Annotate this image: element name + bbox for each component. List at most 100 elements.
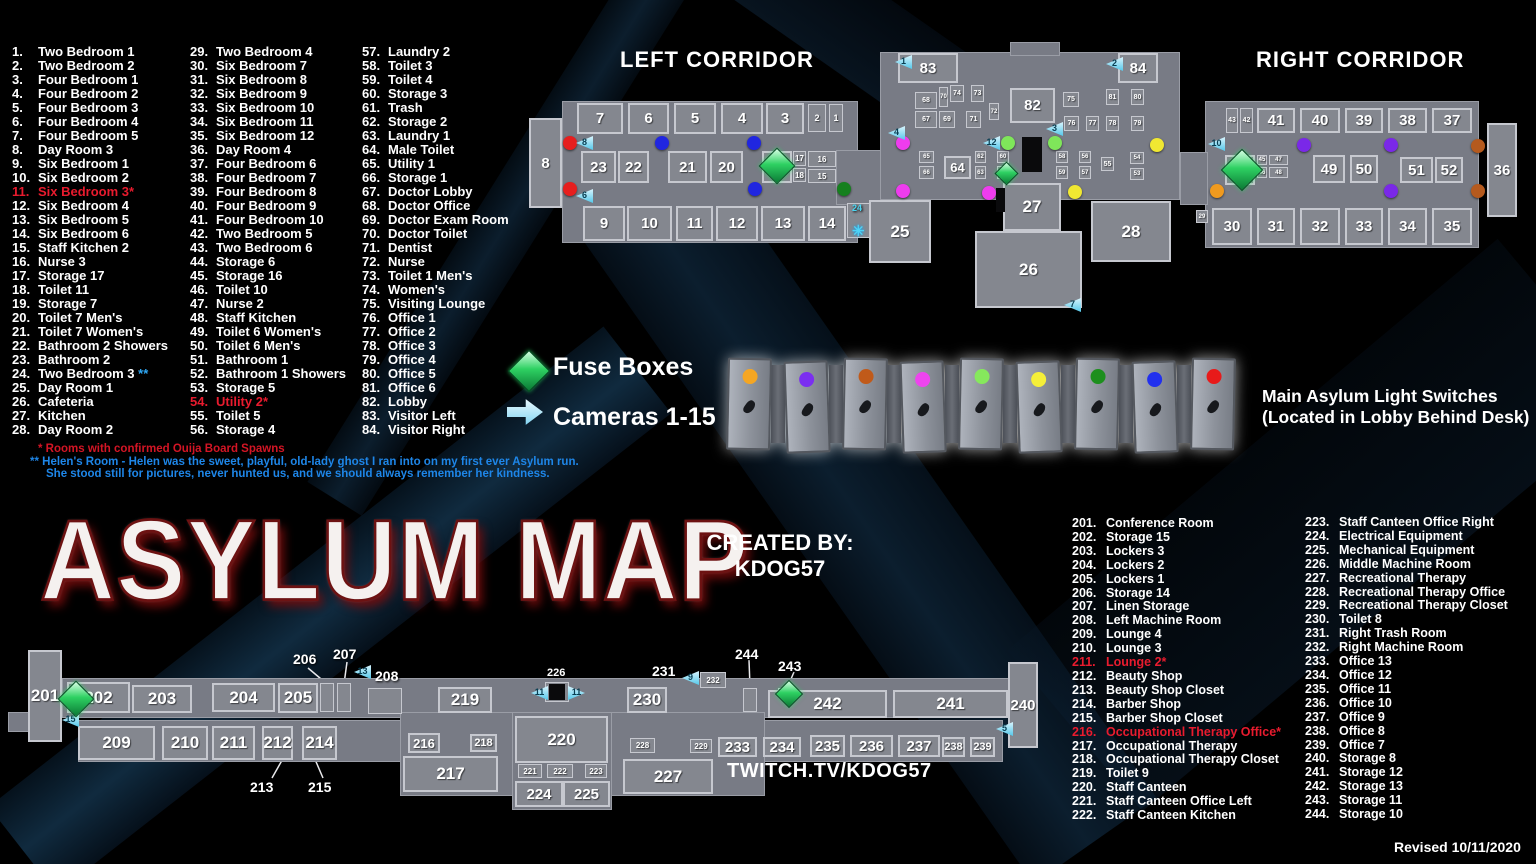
- room-list-item: 49.Toilet 6 Women's: [190, 325, 346, 339]
- room-list-item: 11.Six Bedroom 3*: [12, 185, 168, 199]
- room-list-item: 61.Trash: [362, 101, 509, 115]
- room-number: 20.: [12, 310, 31, 325]
- room-list-item: 233. Office 13: [1305, 654, 1508, 669]
- room-list-item: 230.Toilet 8: [1305, 612, 1508, 627]
- room-list-item: 3.Four Bedroom 1: [12, 73, 168, 87]
- room-name: Storage 7: [38, 296, 98, 311]
- map-room-209: 209: [78, 726, 155, 760]
- room-number: 233.: [1305, 654, 1330, 669]
- room-name: Office 13: [1339, 654, 1392, 669]
- map-room-69: 69: [939, 111, 955, 128]
- camera-11-icon: 11: [531, 686, 548, 700]
- room-number: 13.: [12, 212, 31, 227]
- map-room-70: 70: [939, 87, 948, 107]
- map-room-55: 55: [1101, 157, 1114, 171]
- room-list-item: 17.Storage 17: [12, 269, 168, 283]
- room-number: 62.: [362, 114, 381, 129]
- map-room-11: 11: [676, 206, 713, 241]
- room-number: 202.: [1072, 529, 1097, 544]
- switch-color-dot: [741, 368, 758, 385]
- room-list-item: 52.Bathroom 1 Showers: [190, 367, 346, 381]
- room-number: 9.: [12, 156, 23, 171]
- switch-location-dot-lightgreen: [1001, 136, 1015, 150]
- room-name: Storage 3: [388, 86, 448, 101]
- room-name: Storage 12: [1339, 765, 1403, 780]
- room-name: Lockers 2: [1106, 557, 1165, 572]
- room-list-item: 18.Toilet 11: [12, 283, 168, 297]
- room-number: 201.: [1072, 516, 1097, 530]
- room-list-item: 21.Toilet 7 Women's: [12, 325, 168, 339]
- room-list-item: 42.Two Bedroom 5: [190, 227, 346, 241]
- room-name: Four Bedroom 1: [38, 72, 139, 87]
- map-room-48: 48: [1269, 167, 1288, 178]
- room-number: 221.: [1072, 794, 1097, 809]
- switch-location-dot-purple: [1384, 184, 1398, 198]
- room-name: Four Bedroom 6: [216, 156, 317, 171]
- room-number: 225.: [1305, 542, 1330, 557]
- room-number: 206.: [1072, 585, 1097, 600]
- map-room-13: 13: [761, 206, 805, 241]
- room-number: 215.: [1072, 710, 1097, 725]
- room-number: 69.: [362, 212, 381, 227]
- room-list-item: 2.Two Bedroom 2: [12, 59, 168, 73]
- room-name: Staff Canteen: [1106, 780, 1187, 795]
- camera-7-icon: 7: [1064, 298, 1081, 312]
- room-number: 79.: [362, 352, 381, 367]
- switch-location-dot-red: [563, 136, 577, 150]
- camera-number: 8: [581, 137, 587, 147]
- light-switch-plate: [1190, 357, 1236, 451]
- room-name: Occupational Therapy Office*: [1106, 724, 1282, 739]
- room-number: 36.: [190, 142, 209, 157]
- room-list-item: 219.Toilet 9: [1072, 766, 1281, 781]
- camera-8-icon: 8: [576, 136, 593, 150]
- room-name: Visitor Right: [388, 422, 466, 437]
- switch-panel-joint: [945, 365, 959, 443]
- camera-number: 2: [1111, 58, 1117, 68]
- map-doorway: [549, 684, 565, 700]
- room-name: Day Room 3: [38, 142, 114, 157]
- room-name: Storage 10: [1339, 807, 1403, 822]
- room-list-item: 67.Doctor Lobby: [362, 185, 509, 199]
- room-number: 63.: [362, 128, 381, 143]
- room-name: Toilet 5: [216, 408, 261, 423]
- room-number: 53.: [190, 380, 209, 395]
- room-list-item: 9.Six Bedroom 1: [12, 157, 168, 171]
- room-name: Laundry 2: [388, 44, 451, 59]
- room-number: 238.: [1305, 723, 1330, 738]
- room-name: Day Room 2: [38, 422, 114, 437]
- room-number: 12.: [12, 198, 31, 213]
- map-room-62: 62: [975, 151, 986, 163]
- room-name: Office 9: [1339, 709, 1385, 724]
- room-list-item: 213.Beauty Shop Closet: [1072, 683, 1281, 698]
- room-list-item: 227.Recreational Therapy: [1305, 571, 1508, 586]
- room-name: Storage 16: [216, 268, 283, 283]
- room-number: 239.: [1305, 737, 1330, 752]
- light-switch-plate: [958, 357, 1004, 451]
- map-room-239: 239: [970, 737, 995, 757]
- room-name: Toilet 7 Women's: [38, 324, 144, 339]
- map-room-43: 43: [1226, 108, 1238, 133]
- room-list-item: 53.Storage 5: [190, 381, 346, 395]
- room-name: Doctor Toilet: [388, 226, 468, 241]
- room-number: 52.: [190, 366, 209, 381]
- room-name: Storage 14: [1106, 585, 1170, 600]
- map-room-212: 212: [262, 726, 293, 760]
- room-list-item: 80.Office 5: [362, 367, 509, 381]
- room-number: 49.: [190, 324, 209, 339]
- room-list-item: 15.Staff Kitchen 2: [12, 241, 168, 255]
- map-room-21: 21: [668, 151, 707, 183]
- map-room-60: 60: [997, 151, 1009, 163]
- room-number: 23.: [12, 352, 31, 367]
- room-list-item: 211.Lounge 2*: [1072, 655, 1281, 670]
- room-name: Doctor Exam Room: [388, 212, 509, 227]
- map-room-217: 217: [403, 756, 498, 792]
- corridor-slab: [1010, 42, 1060, 56]
- room-number: 235.: [1305, 681, 1330, 696]
- room-name: Office 3: [388, 338, 436, 353]
- room-number: 218.: [1072, 752, 1097, 767]
- switch-location-dot-magenta: [896, 136, 910, 150]
- room-name: Mechanical Equipment: [1339, 542, 1475, 557]
- room-name: Six Bedroom 11: [216, 114, 314, 129]
- room-number: 47.: [190, 296, 209, 311]
- room-name: Toilet 7 Men's: [38, 310, 123, 325]
